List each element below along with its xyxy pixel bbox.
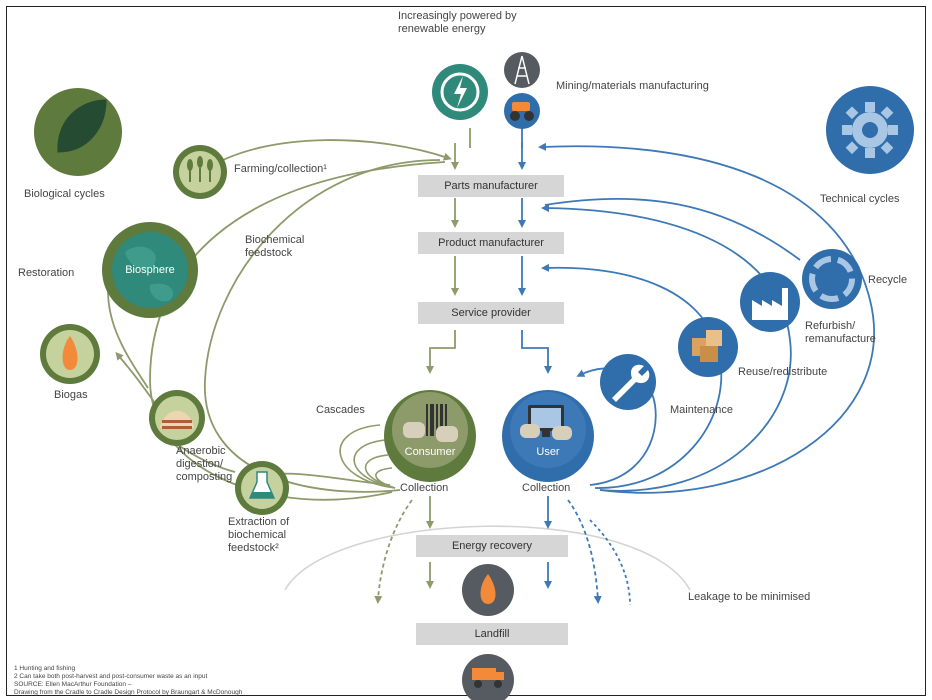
landfill-truck-circle xyxy=(462,654,514,700)
renewable-power-circle xyxy=(432,64,488,120)
restoration-label: Restoration xyxy=(18,267,75,279)
biosphere-label: Biosphere xyxy=(125,264,175,276)
maintenance-label: Maintenance xyxy=(670,404,733,416)
collection-left-label: Collection xyxy=(400,482,449,494)
reuse-circle xyxy=(678,317,738,377)
energy-recovery-box: Energy recovery xyxy=(416,535,568,557)
refurbish-loop xyxy=(541,204,792,492)
refurbish-label: Refurbish/ remanufacture xyxy=(805,320,876,345)
cascades-arcs xyxy=(339,424,396,489)
user-circle xyxy=(502,390,594,482)
consumer-label: Consumer xyxy=(404,446,456,458)
extraction-circle xyxy=(235,461,289,515)
farming-to-parts-arrow xyxy=(207,139,452,169)
footnote-drawing: Drawing from the Cradle to Cradle Design… xyxy=(14,689,243,696)
flask-icon xyxy=(248,471,276,499)
biogas-circle xyxy=(40,324,100,384)
landfill-box: Landfill xyxy=(416,623,568,645)
oil-rig-icon xyxy=(514,55,530,85)
recycle-loop xyxy=(538,142,875,494)
recycle-label: Recycle xyxy=(868,274,908,286)
biogas-label: Biogas xyxy=(54,389,88,401)
parts-manufacturer-box: Parts manufacturer xyxy=(418,175,564,197)
technical-gear-circle xyxy=(826,86,914,174)
monitor-icon xyxy=(528,405,564,437)
biological-cycles-label: Biological cycles xyxy=(24,188,105,200)
top-arrows xyxy=(469,128,523,148)
renewable-energy-label: Increasingly powered by renewable energy xyxy=(398,10,517,35)
anaerobic-to-extraction xyxy=(177,444,236,473)
biological-leaf-circle xyxy=(34,88,122,176)
footnote-source: SOURCE: Ellen MacArthur Foundation – xyxy=(14,681,132,688)
footnote-2: 2 Can take both post-harvest and post-co… xyxy=(14,673,208,680)
landfill-flame-circle xyxy=(462,564,514,616)
technical-loops xyxy=(538,142,875,494)
biochemical-feedstock-label: Biochemical feedstock xyxy=(245,234,305,259)
technical-cycles-label: Technical cycles xyxy=(820,193,900,205)
anaerobic-circle xyxy=(149,390,205,446)
collection-right-label: Collection xyxy=(522,482,571,494)
anaerobic-label: Anaerobic digestion/ composting xyxy=(176,445,233,483)
consumer-circle xyxy=(384,390,476,482)
farming-circle xyxy=(173,145,227,199)
tractor-circle xyxy=(504,93,540,129)
tractor-icon xyxy=(510,102,534,121)
farming-label: Farming/collection¹ xyxy=(234,163,327,175)
recycle-icon xyxy=(809,256,855,302)
mining-label: Mining/materials manufacturing xyxy=(556,80,709,92)
biosphere-circle xyxy=(102,222,198,318)
maintenance-circle xyxy=(600,354,656,410)
cascades-label: Cascades xyxy=(316,404,365,416)
leakage-label: Leakage to be minimised xyxy=(688,591,811,603)
wheat-fish-icon xyxy=(187,156,213,182)
leaf-icon xyxy=(57,99,107,153)
reuse-label: Reuse/redistribute xyxy=(738,366,828,378)
power-icon xyxy=(454,76,467,108)
factory-icon xyxy=(752,288,788,320)
refurbish-circle xyxy=(740,272,800,332)
truck-icon xyxy=(472,668,504,688)
recycle-circle xyxy=(802,249,862,309)
compost-icon xyxy=(160,410,194,429)
service-provider-box: Service provider xyxy=(418,302,564,324)
boxes-icon xyxy=(692,330,722,362)
leakage-arc xyxy=(284,525,691,591)
mining-circle xyxy=(504,52,540,88)
user-label: User xyxy=(536,446,560,458)
product-manufacturer-box: Product manufacturer xyxy=(418,232,564,254)
extraction-label: Extraction of biochemical feedstock² xyxy=(228,516,290,554)
wrench-icon xyxy=(612,364,650,402)
gear-icon xyxy=(842,102,898,158)
flame-icon xyxy=(62,336,78,370)
chain-arrows xyxy=(374,143,631,606)
footnote-1: 1 Hunting and fishing xyxy=(14,665,76,672)
feedstock-loop xyxy=(204,159,441,493)
recycle-inner xyxy=(544,197,801,261)
